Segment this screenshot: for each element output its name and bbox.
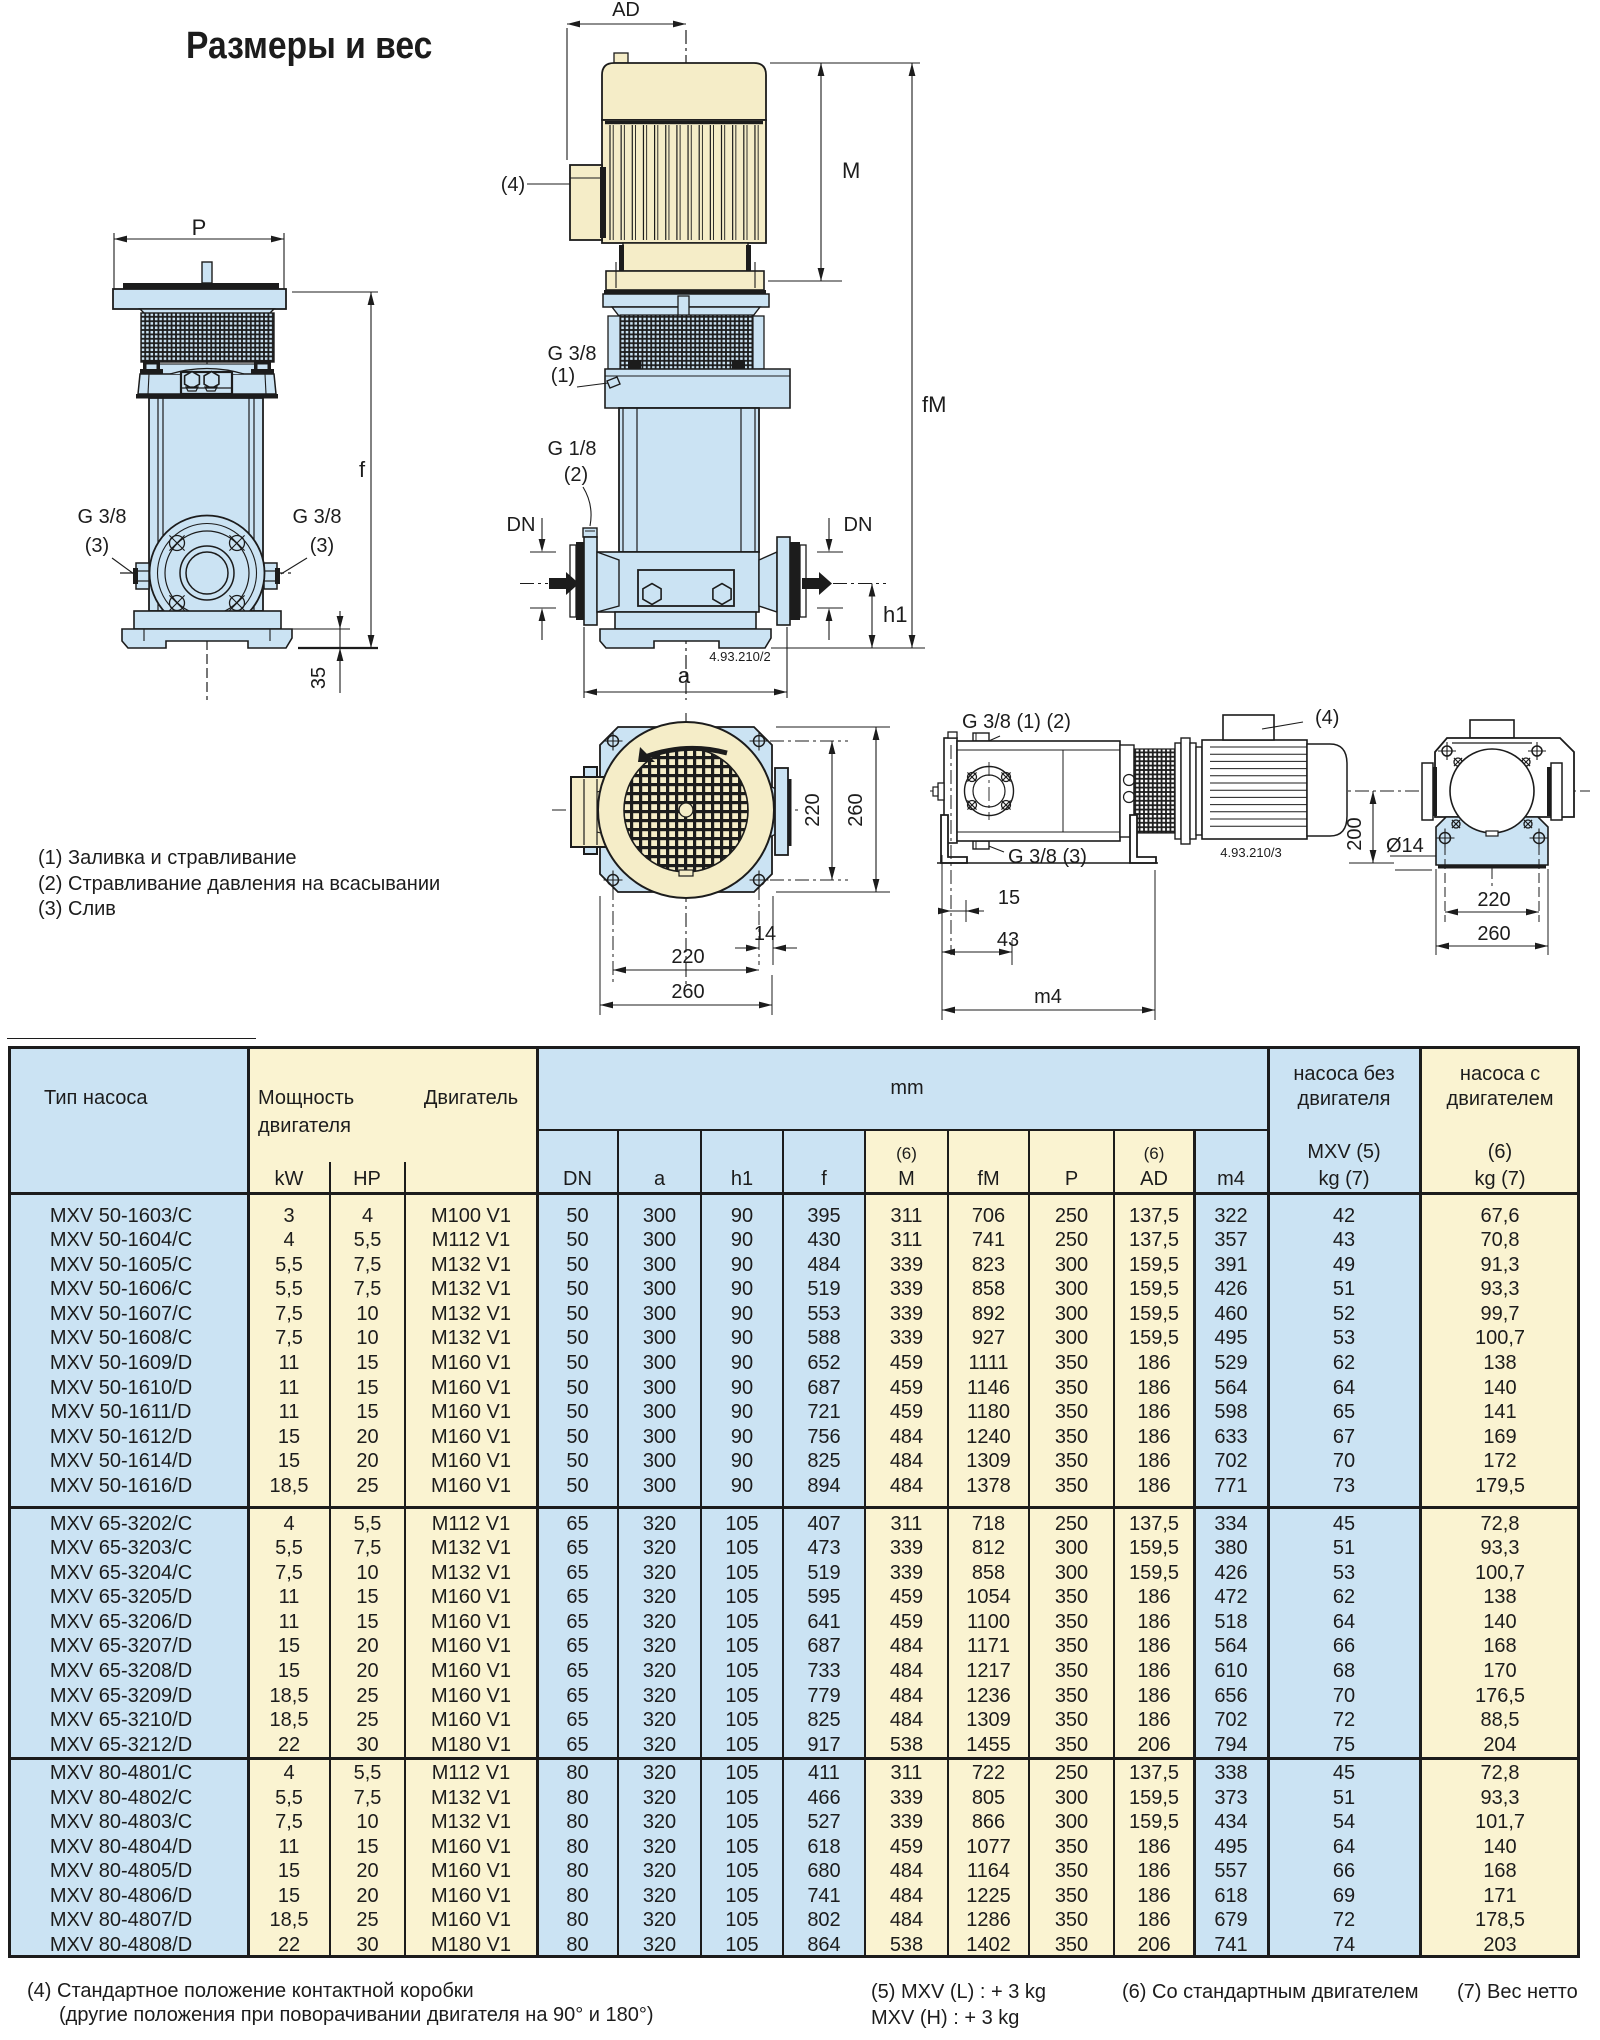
svg-text:DN: DN: [844, 514, 873, 536]
svg-text:a: a: [678, 663, 691, 688]
svg-text:220: 220: [802, 793, 824, 826]
svg-text:(3): (3): [310, 535, 334, 557]
svg-text:f: f: [359, 457, 366, 482]
svg-text:(4): (4): [1315, 707, 1339, 729]
svg-text:200: 200: [1344, 817, 1366, 850]
svg-text:14: 14: [754, 923, 776, 945]
svg-text:DN: DN: [507, 514, 536, 536]
svg-text:(3): (3): [85, 535, 109, 557]
svg-text:G 1/8: G 1/8: [548, 438, 597, 460]
svg-text:AD: AD: [612, 0, 640, 21]
svg-text:M: M: [842, 158, 860, 183]
svg-text:G 3/8: G 3/8: [548, 343, 597, 365]
svg-text:(4): (4): [501, 174, 525, 196]
svg-text:260: 260: [671, 981, 704, 1003]
svg-text:43: 43: [997, 929, 1019, 951]
svg-text:220: 220: [671, 946, 704, 968]
svg-text:fM: fM: [922, 392, 946, 417]
svg-text:15: 15: [998, 887, 1020, 909]
svg-text:35: 35: [308, 667, 330, 689]
svg-text:4.93.210/3: 4.93.210/3: [1220, 845, 1281, 860]
svg-text:(1): (1): [551, 365, 575, 387]
svg-text:(2): (2): [564, 464, 588, 486]
svg-text:220: 220: [1477, 889, 1510, 911]
svg-text:260: 260: [1477, 923, 1510, 945]
svg-text:4.93.210/2: 4.93.210/2: [709, 649, 770, 664]
svg-text:m4: m4: [1034, 986, 1062, 1008]
svg-text:G 3/8 (1) (2): G 3/8 (1) (2): [962, 711, 1071, 733]
svg-text:G 3/8 (3): G 3/8 (3): [1008, 846, 1087, 868]
svg-text:P: P: [192, 215, 207, 240]
svg-text:Ø14: Ø14: [1386, 835, 1424, 857]
svg-text:260: 260: [845, 793, 867, 826]
svg-text:h1: h1: [883, 602, 907, 627]
svg-text:G 3/8: G 3/8: [293, 506, 342, 528]
svg-text:G 3/8: G 3/8: [78, 506, 127, 528]
